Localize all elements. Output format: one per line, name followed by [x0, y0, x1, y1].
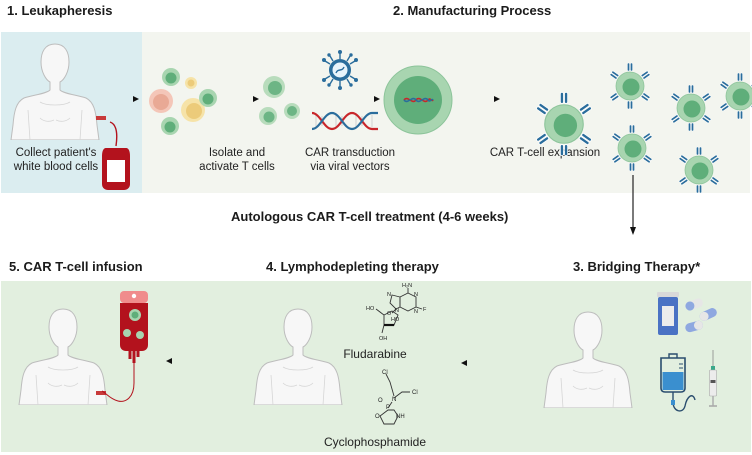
structure-atom: P — [386, 405, 390, 411]
caption-line: CAR transduction — [304, 147, 396, 159]
patient-torso-icon — [18, 305, 108, 405]
catheter-icon — [96, 391, 106, 395]
transduction-caption: CAR transduction via viral vectors — [295, 146, 405, 174]
arrow-icon — [107, 96, 139, 102]
structure-atom: O — [378, 398, 383, 404]
caption-line: via viral vectors — [310, 161, 390, 173]
structure-atom: N — [414, 309, 418, 315]
dna-icon — [311, 111, 378, 131]
step-2-heading: 2. Manufacturing Process — [393, 3, 552, 18]
structure-atom: N — [392, 397, 396, 403]
car-t-cell-icon — [651, 122, 699, 170]
structure-atom: OH — [379, 336, 387, 342]
structure-atom: N — [414, 292, 418, 298]
step-1-caption: Collect patient's white blood cells — [6, 146, 106, 174]
structure-atom: N — [395, 308, 399, 314]
cyclophosphamide-structure-icon: Cl Cl O P N O NH — [375, 370, 418, 425]
structure-atom: HO — [366, 306, 375, 312]
caption-line: white blood cells — [13, 161, 99, 173]
caption-line: Collect patient's — [15, 147, 97, 159]
transduced-t-cell-icon — [383, 65, 453, 135]
syringe-icon — [709, 350, 717, 407]
car-t-cell-icon — [692, 48, 740, 96]
capsule-icon — [685, 320, 703, 333]
car-t-cell-icon — [582, 38, 630, 86]
structure-atom: HO — [391, 317, 400, 323]
caption-line: activate T cells — [199, 161, 275, 173]
iv-bag-icon — [660, 350, 717, 412]
capsule-icon — [685, 298, 703, 311]
structure-atom: NH — [396, 414, 405, 420]
viral-vector-icon — [322, 50, 358, 90]
step-1-heading: 1. Leukapheresis — [7, 3, 113, 18]
car-t-cell-icon — [643, 60, 691, 108]
capsule-icon — [699, 308, 717, 321]
diagram-title: Autologous CAR T-cell treatment (4-6 wee… — [231, 209, 509, 224]
cyclophosphamide-label: Cyclophosphamide — [323, 435, 427, 449]
structure-atom: Cl — [412, 390, 418, 396]
arrow-icon — [308, 96, 380, 102]
step-4-heading: 4. Lymphodepleting therapy — [266, 259, 439, 274]
car-t-infusion-bag-icon — [101, 291, 148, 402]
fludarabine-structure-icon: H₂N N N N N F HO O HO OH — [366, 283, 427, 342]
activated-t-cells-icon — [259, 76, 300, 125]
structure-atom: H₂N — [402, 283, 412, 289]
step-5-heading: 5. CAR T-cell infusion — [9, 259, 143, 274]
fludarabine-label: Fludarabine — [343, 347, 407, 361]
tourniquet-icon — [96, 116, 106, 120]
arrow-down-icon — [630, 175, 636, 235]
step-3-heading: 3. Bridging Therapy* — [573, 259, 701, 274]
structure-atom: N — [387, 292, 391, 298]
structure-atom: O — [375, 414, 380, 420]
patient-torso-icon — [543, 308, 633, 408]
white-blood-cells-icon — [149, 68, 217, 135]
arrow-icon — [225, 96, 259, 102]
arrow-left-icon — [166, 358, 244, 364]
arrow-icon — [460, 96, 500, 102]
pill-bottle-icon — [657, 292, 717, 335]
car-t-cell-icon — [584, 100, 632, 148]
structure-atom: O — [387, 311, 392, 317]
caption-line: CAR T-cell expansion — [489, 147, 601, 159]
patient-torso-icon — [253, 305, 343, 405]
arrow-left-icon — [461, 360, 541, 366]
caption-line: Isolate and — [208, 147, 266, 159]
structure-atom: F — [423, 307, 427, 313]
blood-bag-icon — [102, 121, 130, 190]
expansion-caption: CAR T-cell expansion — [480, 146, 610, 160]
patient-torso-icon — [10, 40, 106, 140]
isolate-caption: Isolate and activate T cells — [182, 146, 292, 174]
car-t-cell-icon — [498, 58, 564, 124]
structure-atom: Cl — [382, 370, 388, 376]
